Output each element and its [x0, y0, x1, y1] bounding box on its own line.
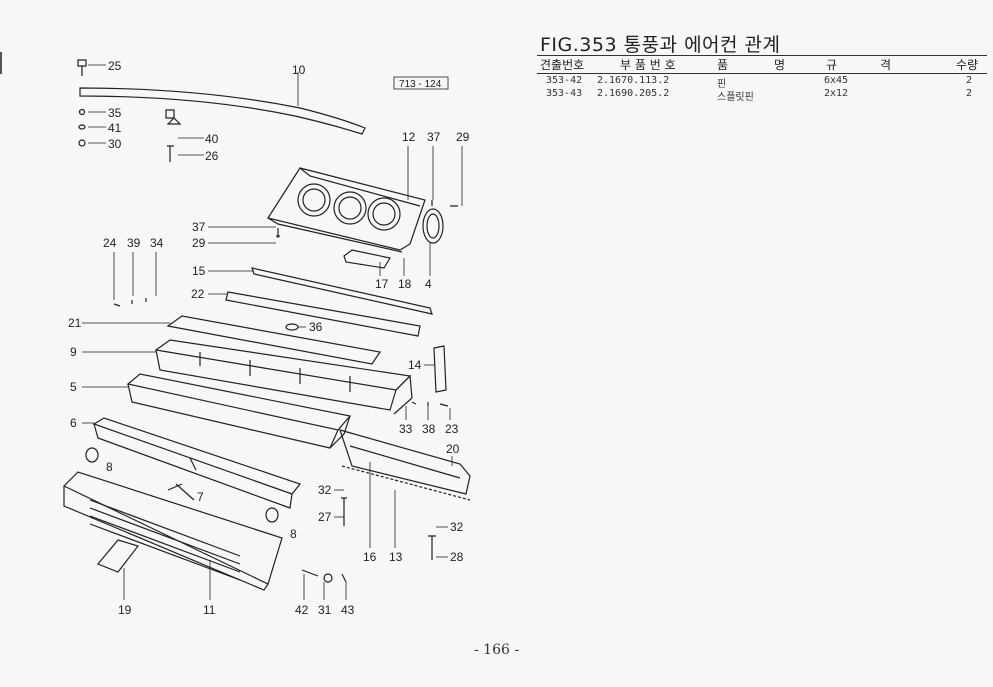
callout-17: 17	[375, 277, 389, 291]
callout-7: 7	[197, 490, 204, 504]
callout-35: 35	[108, 106, 122, 120]
callout-39: 39	[127, 236, 141, 250]
row-spec: 2x12	[824, 88, 849, 99]
callout-30: 30	[108, 137, 122, 151]
callout-29: 29	[192, 236, 206, 250]
callout-8: 8	[290, 527, 297, 541]
part-5-housing	[126, 373, 352, 449]
row-index-no: 353-43	[546, 88, 583, 99]
callout-28: 28	[450, 550, 464, 564]
callout-33: 33	[399, 422, 413, 436]
callout-13: 13	[389, 550, 403, 564]
part-4-ring	[422, 208, 444, 244]
row-index-no: 353-42	[546, 75, 583, 86]
callout-15: 15	[192, 264, 206, 278]
part-9-frame	[154, 339, 413, 415]
callout-11: 11	[203, 603, 216, 617]
row-qty: 2	[966, 88, 973, 99]
part-15-strip	[251, 267, 433, 315]
part-11-front-panel	[62, 471, 283, 591]
callout-34: 34	[150, 236, 164, 250]
part-19-clip	[97, 539, 140, 573]
callout-32: 32	[318, 483, 332, 497]
callout-27: 27	[318, 510, 332, 524]
callout-18: 18	[398, 277, 412, 291]
callout-6: 6	[70, 416, 77, 430]
callout-41: 41	[108, 121, 122, 135]
callout-24: 24	[103, 236, 117, 250]
part-25-bolt	[77, 59, 87, 76]
callout-42: 42	[295, 603, 309, 617]
row-spec: 6x45	[824, 75, 849, 86]
part-10-trim-strip	[79, 87, 366, 135]
row-part-no: 2.1690.205.2	[597, 88, 670, 99]
callout-5: 5	[70, 380, 77, 394]
part-22-strip	[225, 291, 421, 337]
callout-22: 22	[191, 287, 205, 301]
row-name: 스플릿핀	[717, 92, 754, 103]
part-21-panel	[166, 315, 382, 365]
part-14-bracket	[433, 345, 447, 393]
row-part-no: 2.1670.113.2	[597, 75, 670, 86]
header-spec-a: 규	[826, 58, 838, 72]
figure-title: FIG.353 통풍과 에어컨 관계	[540, 34, 781, 56]
part-17-block	[343, 249, 391, 269]
callout-31: 31	[318, 603, 332, 617]
part-6-panel	[92, 417, 302, 509]
callout-32: 32	[450, 520, 464, 534]
callout-38: 38	[422, 422, 436, 436]
callout-9: 9	[70, 345, 77, 359]
callout-37: 37	[427, 130, 441, 144]
figure-ref-text: 713 - 124	[399, 79, 442, 90]
page-number: - 166 -	[474, 642, 520, 658]
callout-43: 43	[341, 603, 355, 617]
title-underline	[537, 55, 987, 56]
callout-12: 12	[402, 130, 416, 144]
callout-4: 4	[425, 277, 432, 291]
figure-ref-box	[393, 76, 449, 90]
callout-16: 16	[363, 550, 377, 564]
callout-29: 29	[456, 130, 470, 144]
header-part-no: 부 품 번 호	[620, 58, 676, 72]
part-20-duct	[339, 429, 471, 495]
header-rule	[537, 73, 987, 74]
callout-40: 40	[205, 132, 219, 146]
row-qty: 2	[966, 75, 973, 86]
part-12-vent-housing	[267, 167, 426, 253]
callout-19: 19	[118, 603, 132, 617]
part-26-bolt	[165, 109, 182, 162]
header-spec-b: 격	[880, 58, 892, 72]
callout-36: 36	[309, 320, 323, 334]
header-qty: 수량	[956, 58, 979, 72]
callout-37: 37	[192, 220, 206, 234]
callout-20: 20	[446, 442, 460, 456]
margin-mark	[0, 52, 2, 74]
header-name-b: 명	[774, 58, 786, 72]
callout-10: 10	[292, 63, 306, 77]
callout-21: 21	[68, 316, 82, 330]
header-index-no: 견출번호	[540, 58, 585, 72]
part-7-screw	[167, 483, 195, 501]
callout-23: 23	[445, 422, 459, 436]
callout-14: 14	[408, 358, 422, 372]
callout-26: 26	[205, 149, 219, 163]
callout-25: 25	[108, 59, 122, 73]
header-name-a: 품	[717, 58, 729, 72]
row-name: 핀	[717, 79, 727, 90]
callout-8: 8	[106, 460, 113, 474]
